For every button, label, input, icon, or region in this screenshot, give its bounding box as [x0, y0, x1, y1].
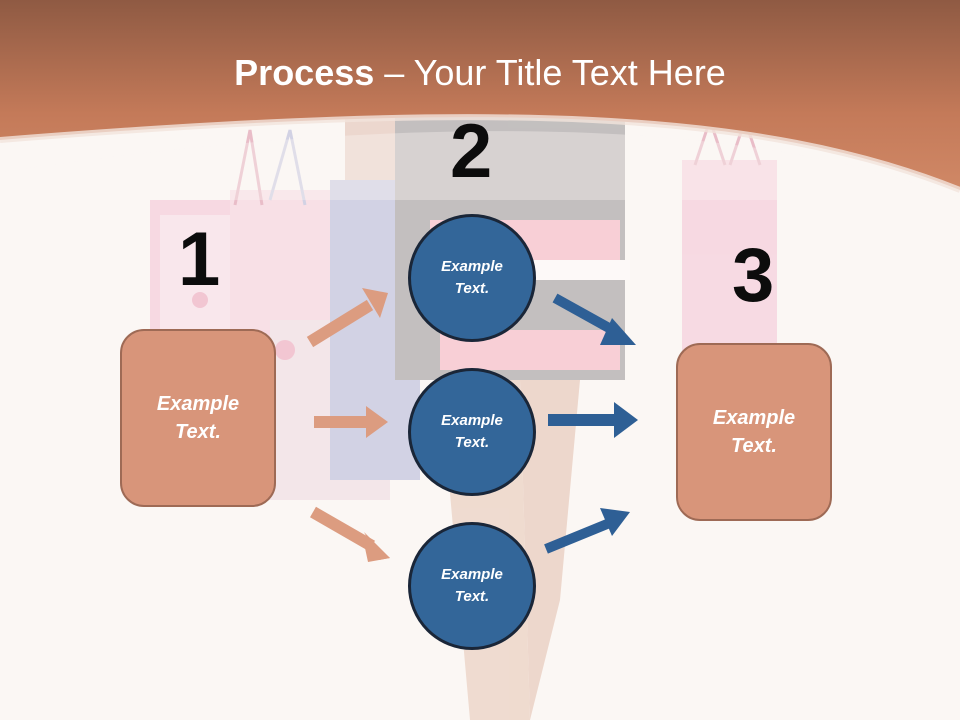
circle-middle-label: Example Text.: [441, 411, 503, 452]
circle-bottom[interactable]: Example Text.: [408, 522, 536, 650]
step-number-2: 2: [450, 109, 493, 194]
left-box-label: Example Text.: [156, 393, 240, 443]
header-band: [0, 0, 960, 200]
circle-bottom-label: Example Text.: [441, 565, 503, 606]
slide-title: Process – Your Title Text Here: [0, 52, 960, 94]
step-number-3: 3: [732, 233, 775, 318]
step-number-1: 1: [178, 217, 221, 302]
title-rest: – Your Title Text Here: [374, 52, 726, 93]
circle-top-label: Example Text.: [441, 257, 503, 298]
title-bold: Process: [234, 52, 375, 93]
right-text-box[interactable]: Example Text.: [676, 343, 832, 521]
circle-middle[interactable]: Example Text.: [408, 368, 536, 496]
circle-top[interactable]: Example Text.: [408, 214, 536, 342]
right-box-label: Example Text.: [712, 407, 796, 457]
left-text-box[interactable]: Example Text.: [120, 329, 276, 507]
